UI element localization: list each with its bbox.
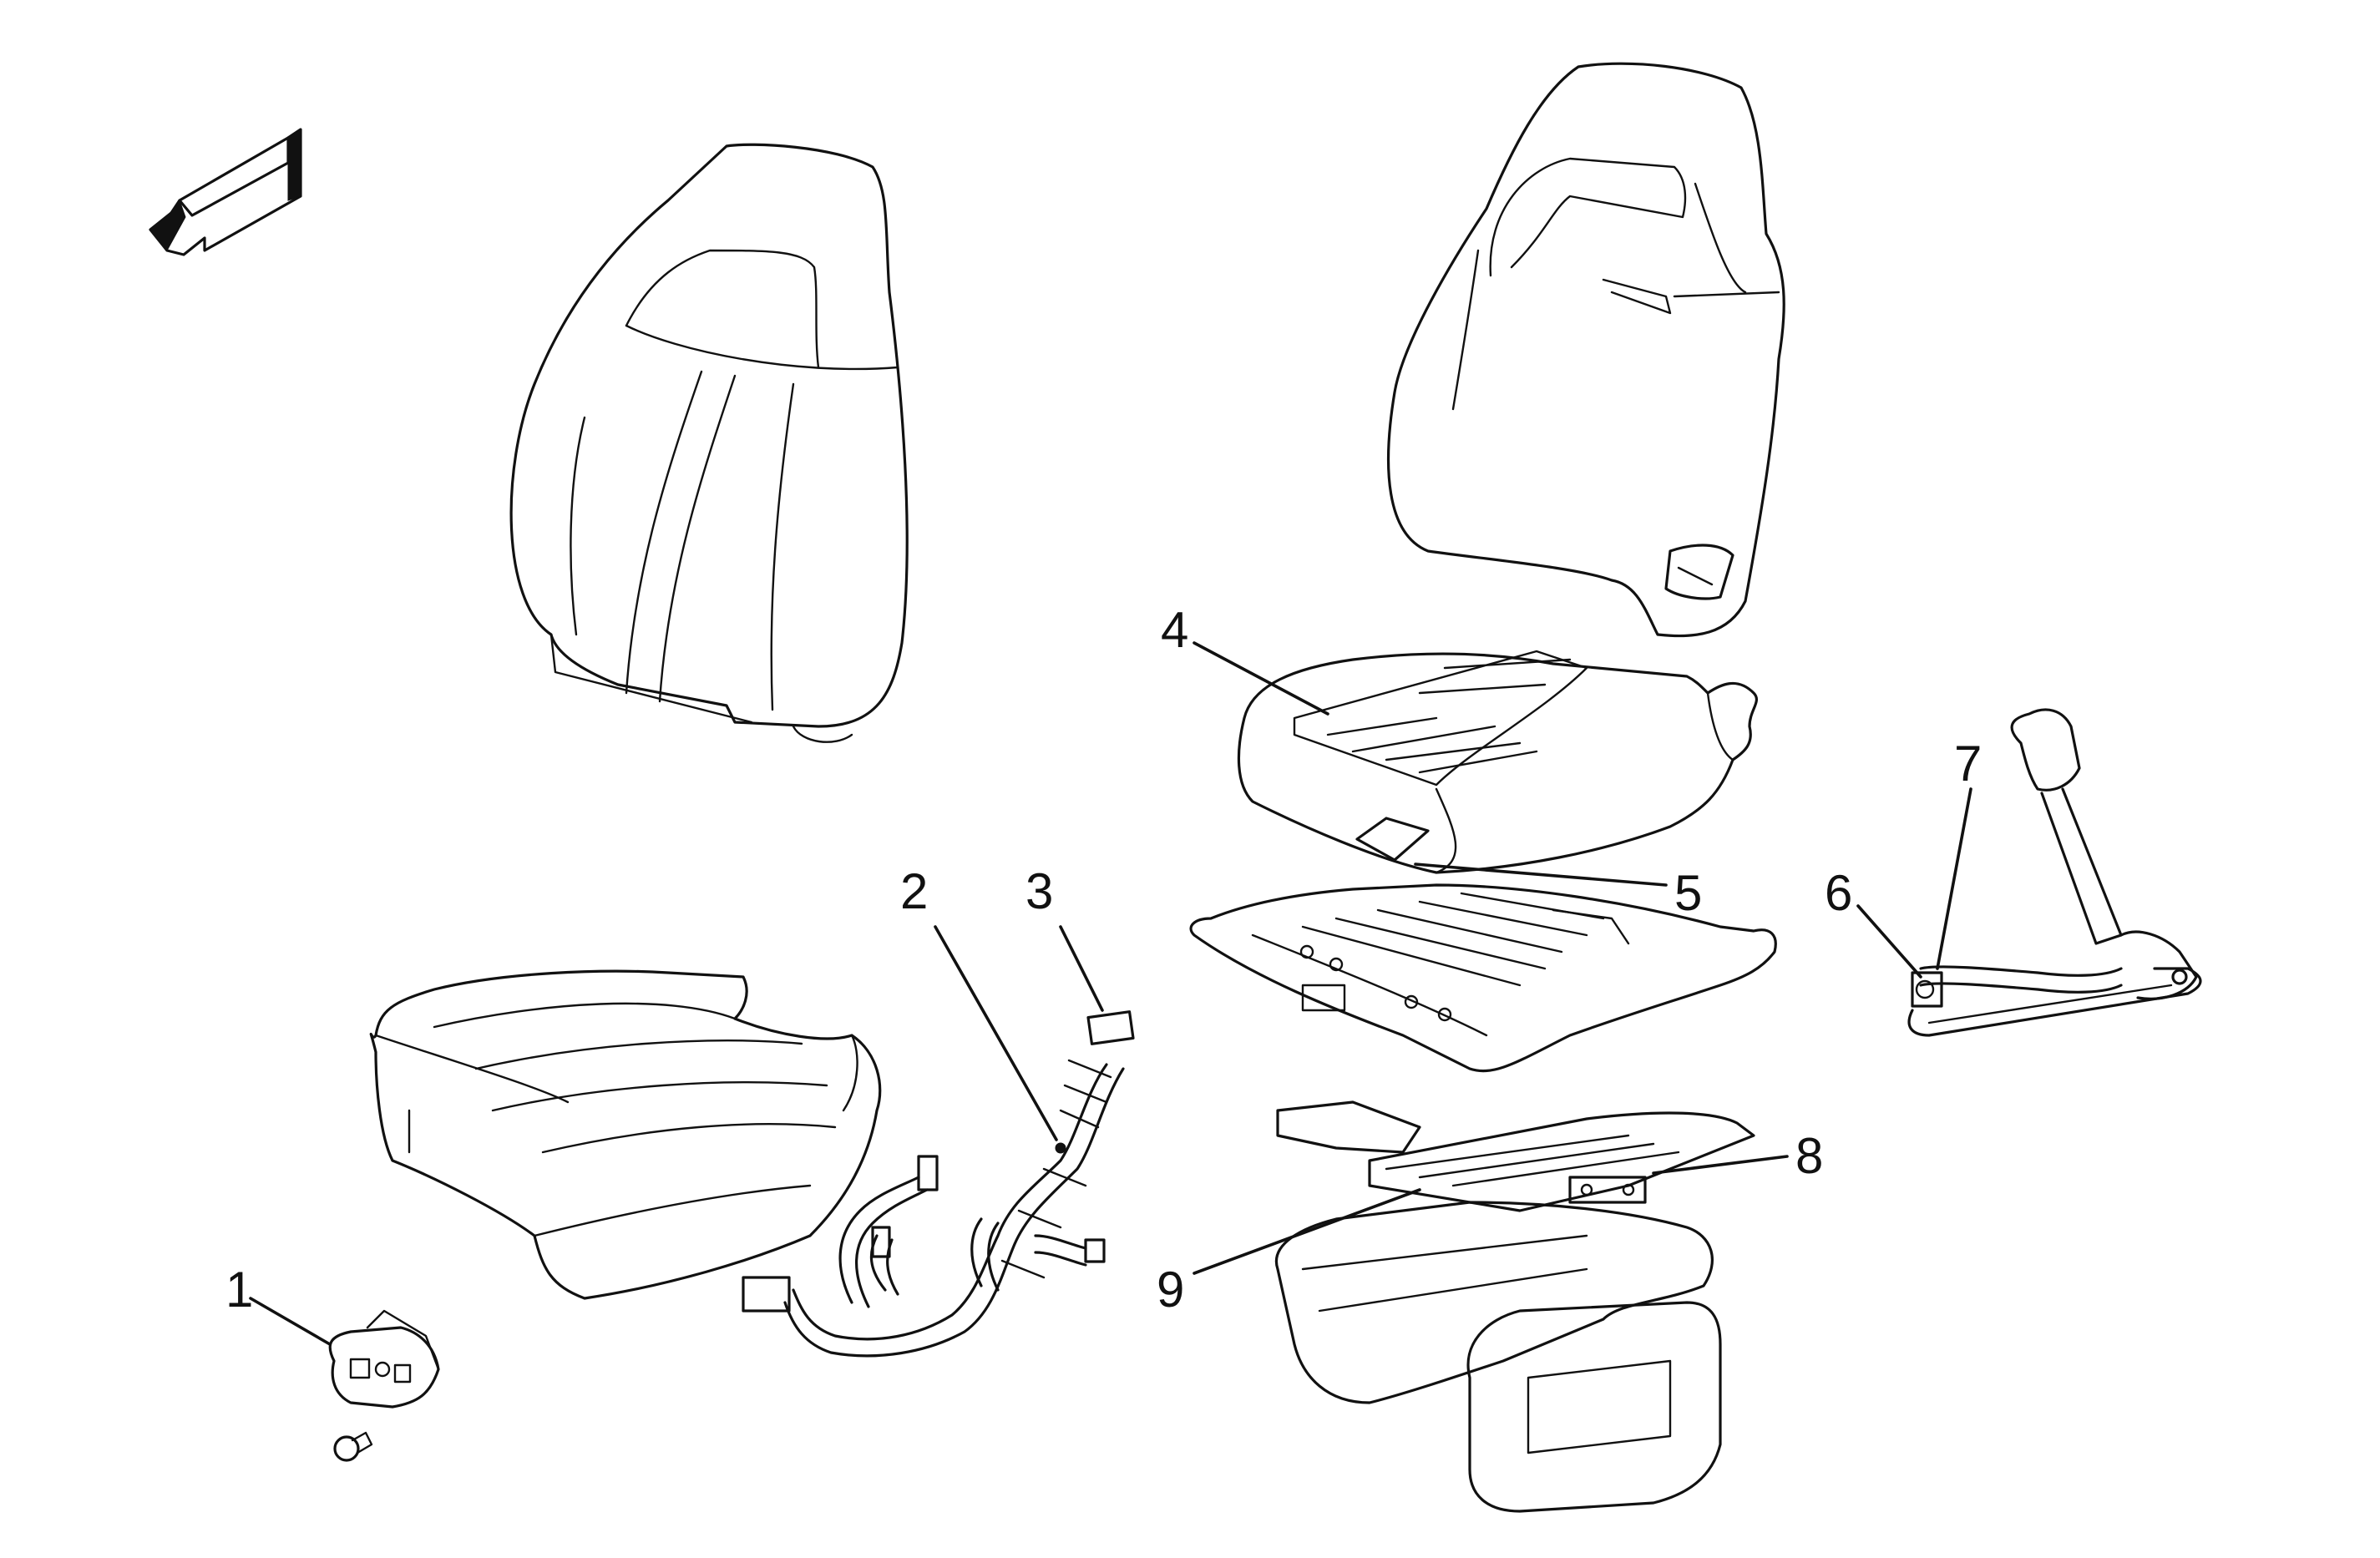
callout-6: 6 — [1825, 865, 1852, 921]
callout-leaders — [249, 641, 1972, 1346]
callout-2: 2 — [900, 863, 928, 919]
leader-4 — [1193, 641, 1329, 716]
callout-4: 4 — [1161, 602, 1188, 658]
leader-3 — [1059, 925, 1104, 1012]
left-seat-cushion-cover — [369, 969, 882, 1300]
leader-5 — [1414, 862, 1668, 887]
callout-1: 1 — [225, 1262, 253, 1318]
callout-labels: 1 2 3 4 5 6 7 8 9 — [225, 602, 1982, 1318]
seat-track-assembly — [1276, 1100, 1755, 1212]
seat-switch-part-1 — [328, 1309, 440, 1462]
leader-6 — [1856, 904, 1922, 979]
seat-belt-buckle-assembly — [1907, 708, 2202, 1037]
callout-3: 3 — [1025, 863, 1053, 919]
seat-wiring-harness — [742, 1010, 1135, 1358]
leader-8 — [1652, 1155, 1789, 1175]
front-direction-arrow-icon — [149, 128, 302, 256]
seat-base-trim — [1274, 1201, 1722, 1513]
leader-9 — [1193, 1188, 1421, 1275]
leader-1 — [249, 1297, 332, 1346]
callout-7: 7 — [1954, 736, 1982, 792]
callout-8: 8 — [1795, 1128, 1823, 1184]
leader-2 — [934, 925, 1058, 1141]
seat-pan-frame — [1189, 883, 1777, 1073]
callout-9: 9 — [1157, 1262, 1184, 1318]
right-seat-cushion — [1237, 650, 1759, 874]
left-seat-back-cover — [509, 143, 909, 743]
leader-7 — [1936, 787, 1972, 970]
right-seat-back — [1386, 62, 1785, 638]
callout-5: 5 — [1674, 865, 1702, 921]
